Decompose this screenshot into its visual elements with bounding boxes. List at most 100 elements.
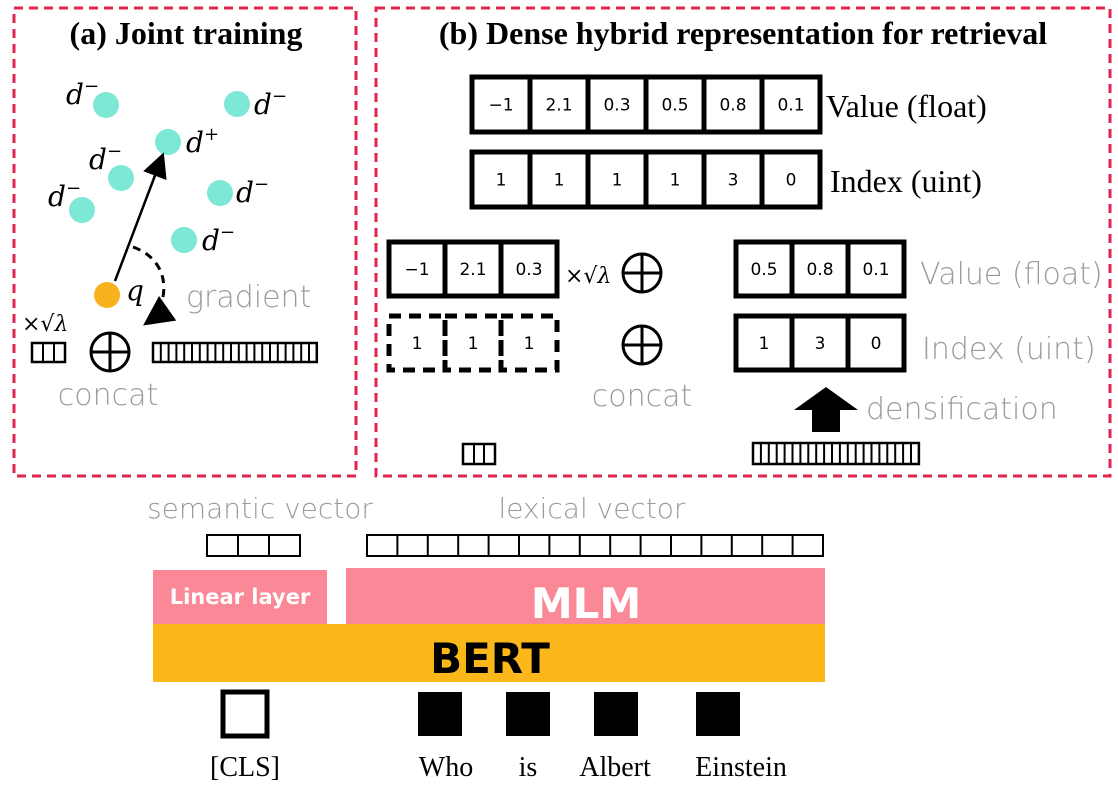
d-plus-label: d+ [186,124,219,159]
index-text: 1 [524,334,535,354]
doc-negative-dot [93,92,119,118]
small-semantic-vector-b [461,442,497,466]
index-text: 1 [670,171,681,191]
small-semantic-vector [30,341,67,364]
vector-outline [751,441,921,466]
value-text: 0.8 [806,260,833,280]
index-text: 1 [612,171,623,191]
value-float-label-2: Value (float) [920,257,1103,292]
left-value-row: −1 2.1 0.3 [386,239,560,299]
small-lexical-vector [151,341,319,364]
value-text: 0.5 [750,260,777,280]
value-text: 0.1 [862,260,889,280]
concat-plus-icon [89,331,131,373]
d-minus-label: d− [236,174,269,209]
value-cell [498,239,560,299]
q-label: q [126,274,144,307]
doc-positive-dot [155,129,181,155]
token-label: is [519,752,538,783]
vector-outline [366,534,824,557]
d-minus-label: d− [48,178,81,213]
vector-outline [151,341,319,364]
value-text: 0.1 [777,96,804,116]
small-lexical-vector-b [751,441,921,466]
index-cell [386,313,448,373]
index-uint-label: Index (uint) [830,163,982,199]
concat-label-b: concat [592,379,693,414]
index-text: 1 [759,334,770,354]
concat-plus-icon [621,252,663,294]
d-minus-label: d− [66,76,99,111]
densification-arrow [794,387,858,432]
lexical-vector-label: lexical vector [499,492,686,525]
top-index-row: 1 1 1 1 3 0 [469,149,823,210]
right-value-row: 0.5 0.8 0.1 [733,239,907,299]
value-text: 0.8 [719,96,746,116]
doc-negative-dot [224,91,250,117]
value-text: 0.3 [515,260,542,280]
linear-layer-box [153,570,327,624]
top-value-row: −1 2.1 0.3 0.5 0.8 0.1 [469,74,823,135]
gradient-label: gradient [186,280,311,315]
value-cell [845,239,907,299]
doc-negative-dot [108,165,134,191]
lambda-scale-label: ×√λ [22,312,68,337]
value-text: 0.3 [603,96,630,116]
semantic-vector-label: semantic vector [147,492,373,525]
index-text: 1 [554,171,565,191]
token-label: Einstein [695,752,787,783]
gradient-arrow [132,245,177,326]
index-text: 0 [786,171,797,191]
index-text: 1 [412,334,423,354]
token-label: Albert [579,752,651,783]
bert-box [153,624,825,682]
value-text: −1 [488,96,513,116]
token-label: [CLS] [210,752,280,783]
concat-label: concat [58,378,159,413]
token-box [594,692,638,736]
value-float-label: Value (float) [826,88,987,124]
bert-label: BERT [430,634,550,683]
panel-b-title: (b) Dense hybrid representation for retr… [439,15,1047,51]
d-minus-label: d− [89,141,122,176]
index-text: 1 [468,334,479,354]
value-text: 2.1 [545,96,572,116]
query-dot [94,282,120,308]
index-text: 0 [871,334,882,354]
token-label: Who [419,752,473,783]
value-text: −1 [404,260,429,280]
index-uint-label-2: Index (uint) [922,332,1096,367]
lexical-vector [366,534,824,557]
index-text: 1 [496,171,507,191]
vector-outline [206,534,301,557]
query-to-positive-arrow [113,152,167,282]
concat-plus-icon [621,324,663,366]
panel-a-frame [12,6,358,478]
index-cell [498,313,560,373]
doc-negative-dot [69,197,95,223]
value-text: 0.5 [661,96,688,116]
linear-layer-label: Linear layer [170,585,311,609]
doc-negative-dot [171,227,197,253]
densification-label: densification [866,392,1058,427]
index-cell [845,313,907,373]
token-box [506,692,550,736]
value-text: 2.1 [459,260,486,280]
d-minus-label: d− [254,86,287,121]
value-cell [759,74,823,135]
panel-b-frame [374,6,1112,478]
index-cell [759,149,823,210]
d-minus-label: d− [202,222,235,257]
cls-token-box [220,689,270,739]
mlm-box [346,568,825,624]
token-box [418,692,462,736]
mlm-label: MLM [531,579,641,628]
index-text: 3 [728,171,739,191]
doc-negative-dot [207,180,233,206]
lambda-scale-label-b: ×√λ [565,264,611,289]
left-index-row-dashed: 1 1 1 [386,313,560,373]
panel-a-title: (a) Joint training [70,15,303,51]
index-text: 3 [815,334,826,354]
semantic-vector [206,534,301,557]
